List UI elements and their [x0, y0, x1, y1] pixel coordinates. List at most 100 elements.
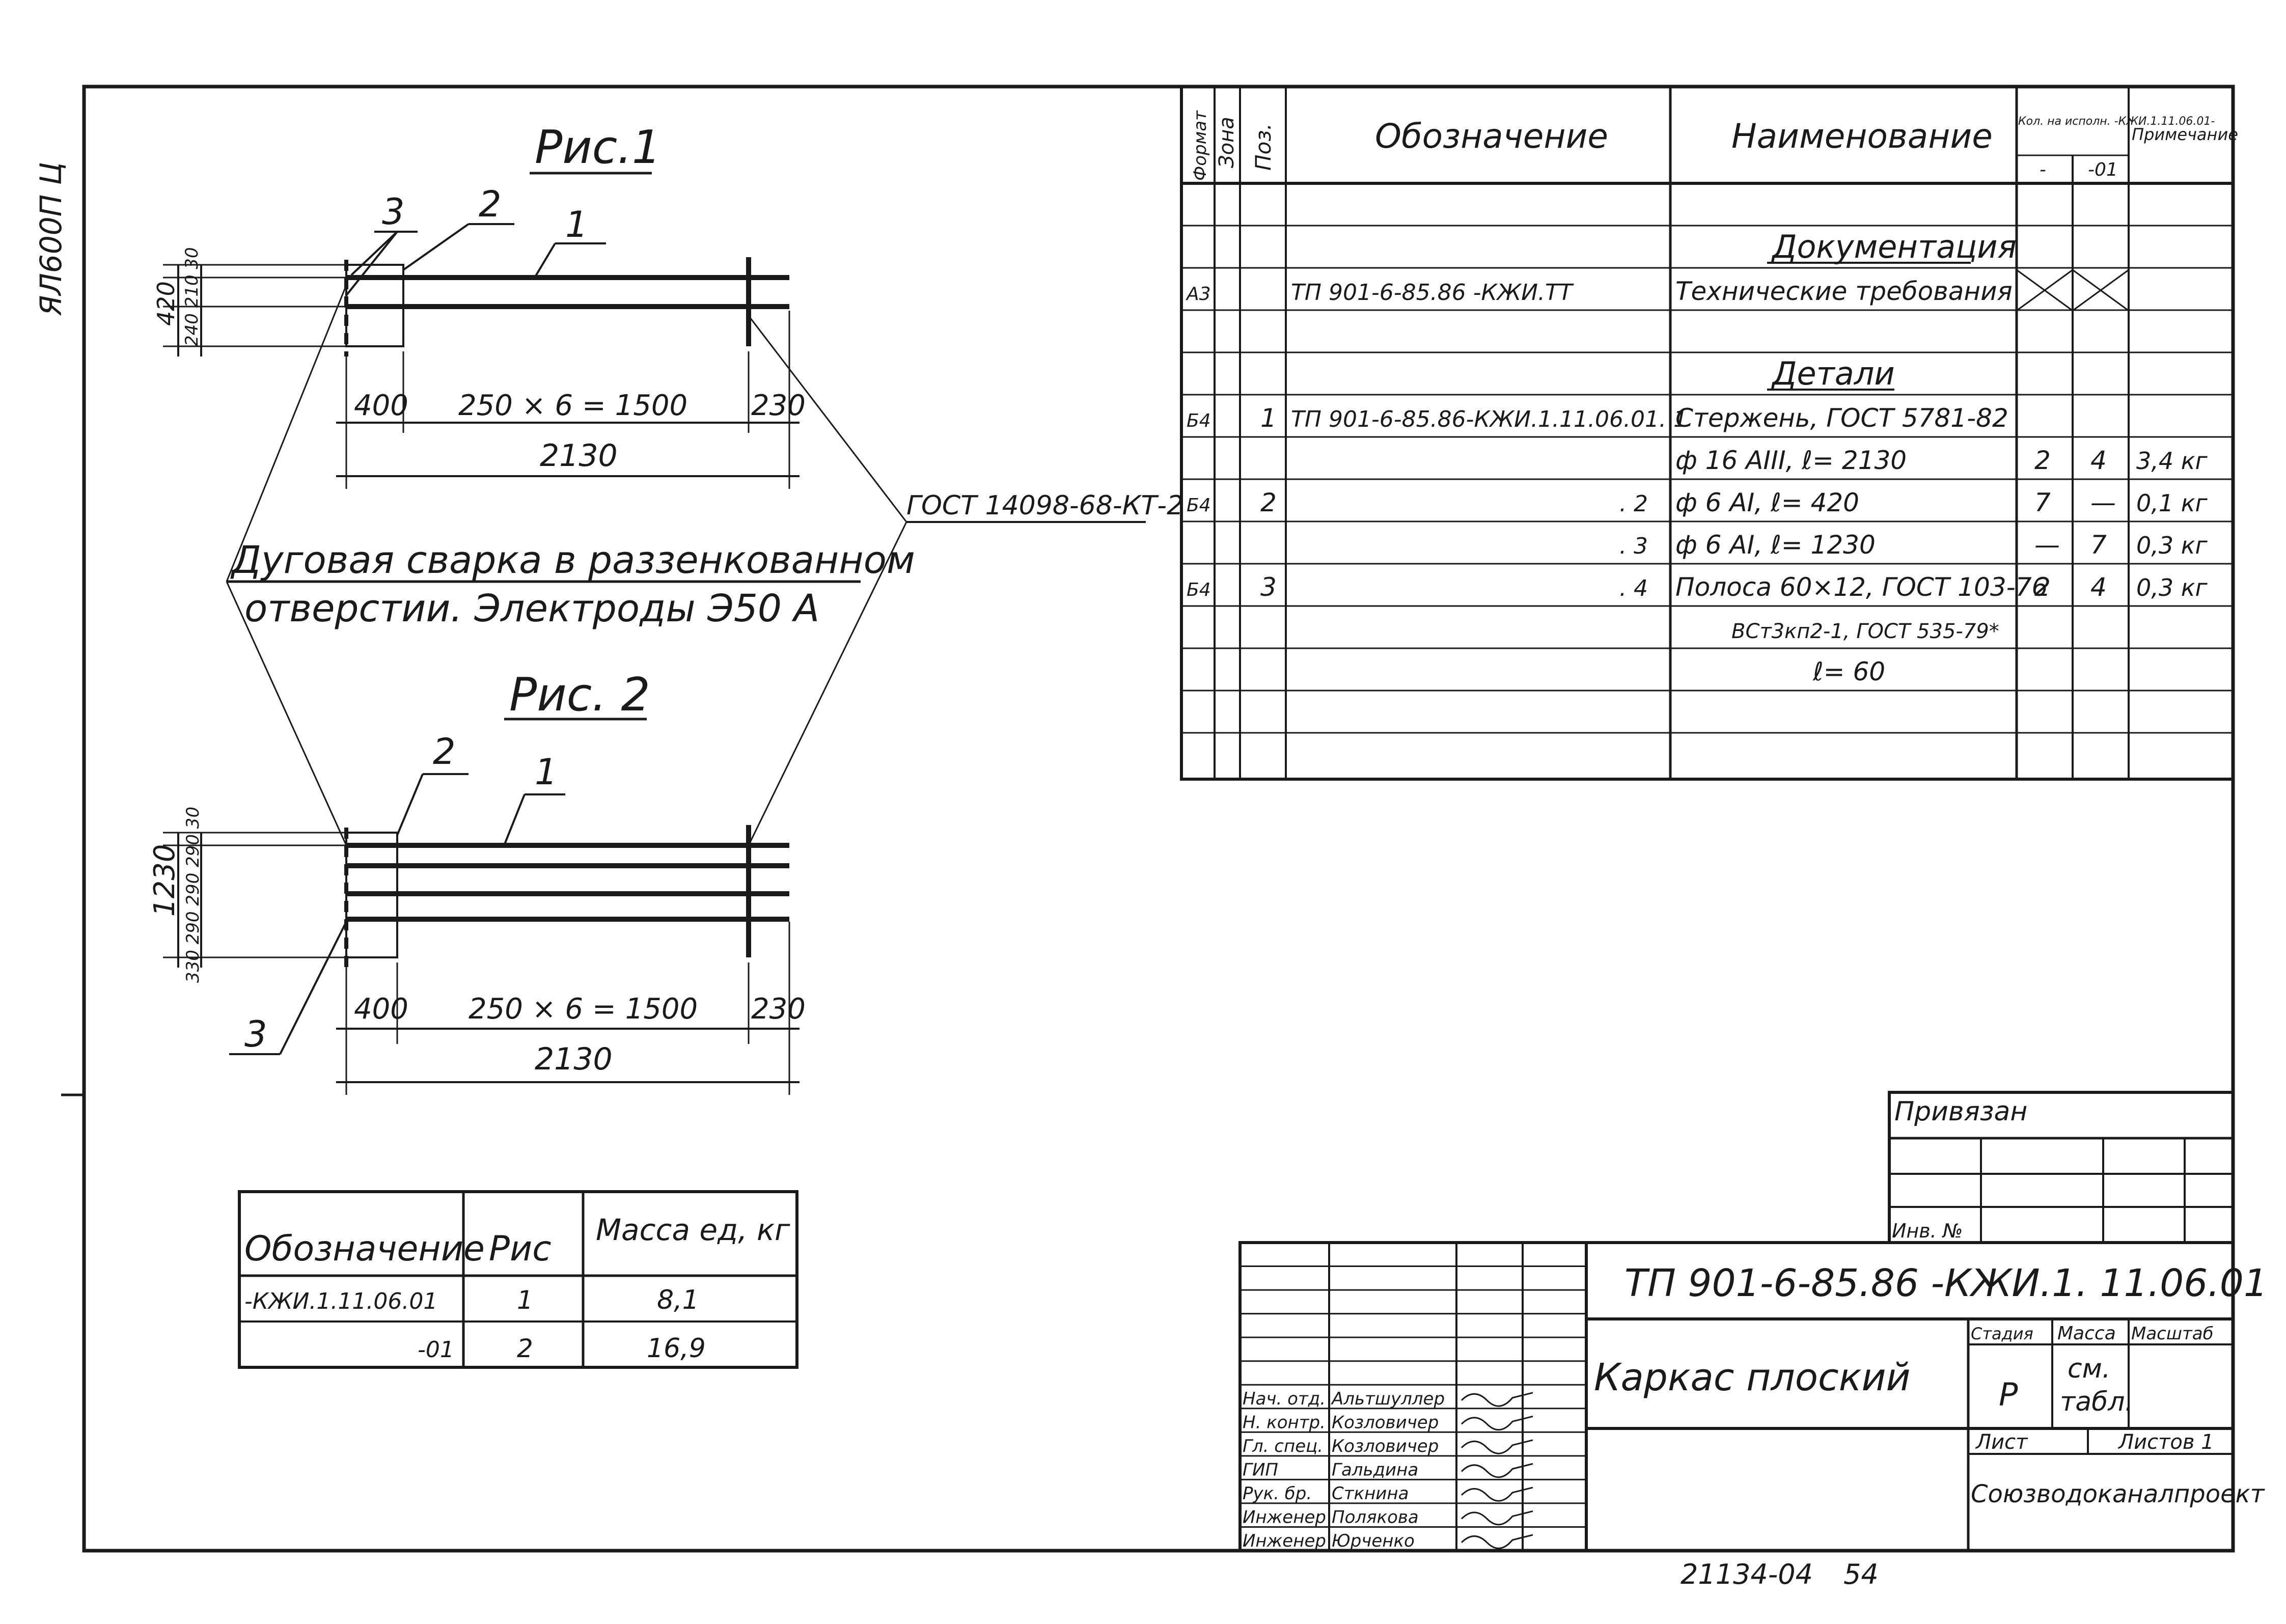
- title-mass-value-2: табл.: [2060, 1387, 2133, 1417]
- figure-2: Рис. 2 2 1 3 1230 330 290 290 290 30 400…: [148, 668, 806, 1095]
- spec-header-name: Наименование: [1731, 117, 1993, 156]
- person-name: Альтшуллер: [1331, 1389, 1445, 1409]
- signature-mark: [1461, 1439, 1533, 1454]
- spec-header-format: Формат: [1190, 110, 1210, 181]
- fig1-callout-1: 1: [565, 204, 588, 245]
- spec-cell-designation: . 4: [1619, 575, 1648, 601]
- spec-cell-qa: —: [2034, 530, 2060, 560]
- spec-cell-qb: 4: [2090, 446, 2107, 475]
- fig1-dim-mid: 250 × 6 = 1500: [458, 389, 687, 422]
- spec-cell-note: 0,3 кг: [2136, 574, 2208, 601]
- binding-block: Привязан Инв. №: [1888, 1091, 2235, 1244]
- binding-inv-label: Инв. №: [1892, 1220, 1963, 1242]
- spec-table: Формат Зона Поз. Обозначение Наименовани…: [1180, 85, 2238, 781]
- person-role: ГИП: [1243, 1460, 1278, 1480]
- title-org: Союзводоканалпроект: [1971, 1480, 2266, 1508]
- spec-cell-format: А3: [1186, 284, 1211, 305]
- fig1-dim-height: 420: [152, 281, 180, 326]
- title-sheet-label: Лист: [1975, 1430, 2028, 1454]
- weld-leader-fig1-right: [748, 315, 907, 522]
- footer-page-no: 54: [1843, 1558, 1879, 1590]
- spec-cell-qa: 2: [2034, 572, 2051, 602]
- spec-cell-pos: 1: [1260, 403, 1277, 433]
- fig2-dim-right: 230: [751, 993, 806, 1026]
- signature-mark: [1461, 1487, 1533, 1502]
- fig2-end-plate: [345, 832, 398, 958]
- spec-header-zone: Зона: [1215, 117, 1238, 168]
- person-role: Н. контр.: [1243, 1412, 1326, 1433]
- person-name: Полякова: [1332, 1507, 1419, 1527]
- title-mass-label: Масса: [2057, 1323, 2116, 1344]
- side-stamp: ЯЛ600П Ц: [34, 162, 68, 316]
- weld-note-line1: Дуговая сварка в раззенкованном: [230, 538, 915, 582]
- spec-header-qty-b: -01: [2088, 159, 2118, 180]
- spec-cell-name: ф 6 АI, ℓ= 420: [1675, 488, 1859, 517]
- fig2-callout-2: 2: [433, 731, 456, 773]
- people-lines: [1240, 1265, 1586, 1528]
- fig1-callout-3: 3: [382, 191, 405, 233]
- fig1-callout-2: 2: [479, 183, 502, 225]
- spec-cell-name: Стержень, ГОСТ 5781-82: [1675, 403, 2008, 433]
- weld-leader-fig2-left: [226, 581, 347, 846]
- spec-cell-qb: —: [2090, 488, 2116, 517]
- spec-cell-qa: 2: [2034, 446, 2051, 475]
- fig2-leader-2: [396, 774, 424, 836]
- fig1-dim-right: 230: [751, 389, 806, 422]
- spec-header-designation: Обозначение: [1375, 117, 1608, 156]
- spec-cell-qb: 4: [2090, 572, 2107, 602]
- weld-note: Дуговая сварка в раззенкованном отверсти…: [226, 285, 1183, 846]
- title-mass-value-1: см.: [2068, 1354, 2110, 1384]
- spec-cell-qa: 7: [2034, 488, 2051, 517]
- person-role: Инженер: [1243, 1507, 1326, 1527]
- weld-standard: ГОСТ 14098-68-КТ-2: [906, 490, 1183, 521]
- person-name: Юрченко: [1332, 1531, 1415, 1551]
- spec-cell-note: 0,1 кг: [2136, 489, 2208, 517]
- spec-cell-name: ВСт3кп2-1, ГОСТ 535-79*: [1731, 620, 1999, 643]
- fig1-leader-2: [402, 223, 470, 271]
- sheet-frame: [82, 85, 2235, 1553]
- person-name: Козловичер: [1332, 1436, 1439, 1456]
- fig2-dim-parts: 330 290 290 290 30: [183, 807, 203, 983]
- spec-cell-name: Документация: [1771, 228, 2017, 265]
- mass-row1-fig: 1: [517, 1285, 533, 1315]
- spec-cell-name: ф 6 АI, ℓ= 1230: [1675, 530, 1876, 560]
- fig2-dim-left: 400: [354, 993, 408, 1026]
- title-scale-label: Масштаб: [2131, 1324, 2214, 1344]
- mass-row1-designation: -КЖИ.1.11.06.01: [244, 1288, 437, 1314]
- person-name: Сткнина: [1332, 1483, 1409, 1504]
- fig2-dim-mid: 250 × 6 = 1500: [469, 993, 698, 1026]
- fig2-callout-3: 3: [244, 1013, 267, 1055]
- fig1-leader-1: [534, 242, 556, 279]
- spec-cell-name: Детали: [1771, 355, 1895, 392]
- spec-header-pos: Поз.: [1251, 123, 1276, 171]
- person-role: Инженер: [1243, 1531, 1326, 1551]
- spec-cell-format: Б4: [1187, 580, 1211, 600]
- spec-cell-designation: . 2: [1619, 491, 1648, 517]
- spec-header-note: Примечание: [2132, 125, 2238, 144]
- spec-row-lines: [1181, 225, 2233, 734]
- person-role: Нач. отд.: [1243, 1389, 1326, 1409]
- figure-1: Рис.1 1 2 3 420 240 210 30: [152, 121, 806, 489]
- spec-cell-name: ф 16 АIII, ℓ= 2130: [1675, 446, 1907, 475]
- title-sheets-label: Листов 1: [2117, 1430, 2214, 1454]
- spec-cell-pos: 2: [1260, 488, 1277, 517]
- mass-row2-mass: 16,9: [647, 1333, 706, 1364]
- person-name: Козловичер: [1332, 1412, 1439, 1433]
- spec-cell-format: Б4: [1187, 410, 1211, 431]
- spec-cell-name: Полоса 60×12, ГОСТ 103-76: [1675, 572, 2048, 602]
- fig2-leader-3: [279, 921, 347, 1055]
- weld-leader-fig1-left: [226, 285, 347, 582]
- fig1-leader-3a: [345, 231, 398, 296]
- spec-cell-name: ℓ= 60: [1812, 657, 1885, 686]
- signature-mark: [1461, 1510, 1533, 1526]
- spec-cell-designation: ТП 901-6-85.86-КЖИ.1.11.06.01. 1: [1291, 406, 1688, 432]
- fig1-dim-parts: 240 210 30: [182, 247, 202, 346]
- spec-cell-pos: 3: [1260, 572, 1277, 602]
- title-stage: Р: [1999, 1376, 2018, 1413]
- spec-cross-a2: [2016, 269, 2073, 312]
- person-role: Гл. спец.: [1243, 1436, 1323, 1456]
- person-role: Рук. бр.: [1243, 1483, 1312, 1504]
